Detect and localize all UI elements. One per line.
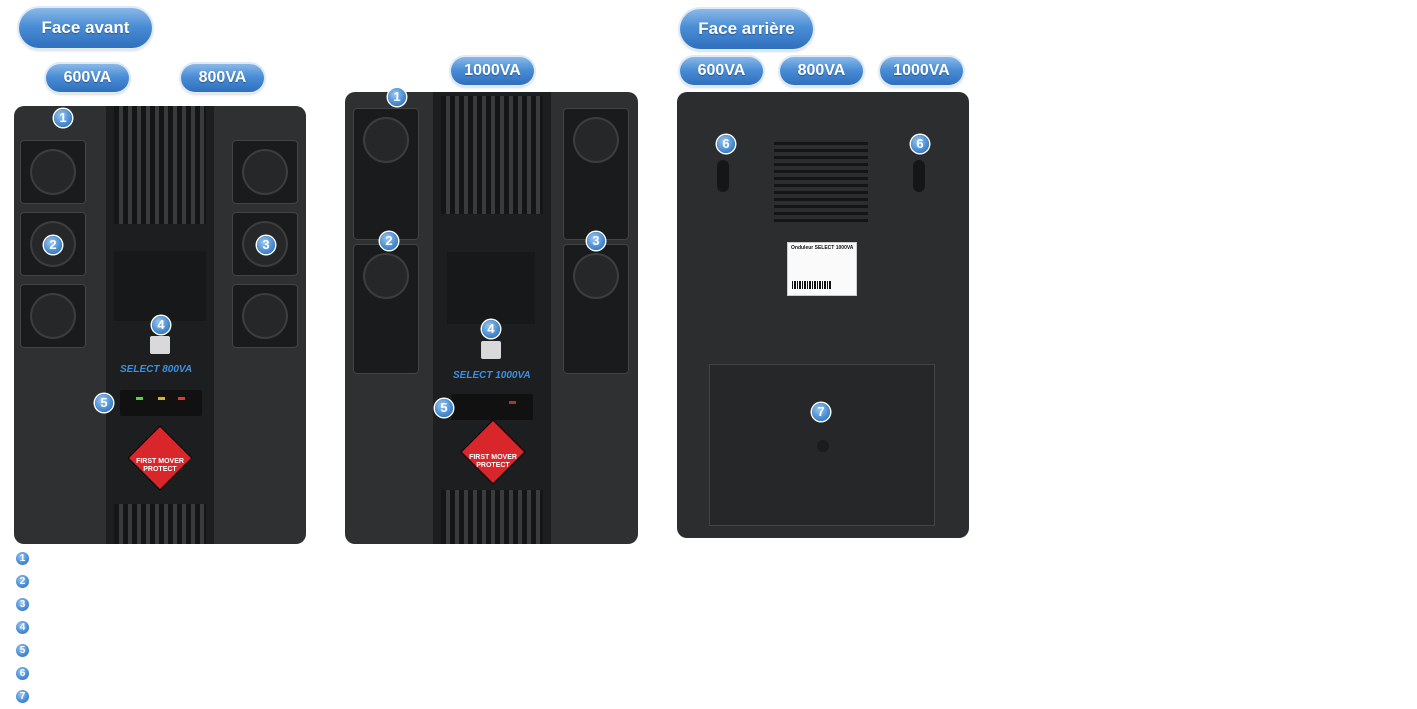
model-brand-text: SELECT 1000VA: [453, 370, 531, 381]
front-1000va-pill: 1000VA: [451, 57, 534, 85]
legend-item-3: 3: [16, 598, 29, 611]
callout-2: 2: [44, 236, 62, 254]
rating-label-title: Onduleur SELECT 1000VA: [791, 245, 854, 251]
callout-1: 1: [388, 88, 406, 106]
callout-3: 3: [257, 236, 275, 254]
callout-1: 1: [54, 109, 72, 127]
legend-item-2: 2: [16, 575, 29, 588]
back-1000va-pill: 1000VA: [880, 57, 963, 85]
callout-6: 6: [911, 135, 929, 153]
front-800va-pill: 800VA: [181, 64, 264, 92]
ups-front-1000va-image: SELECT 1000VA FIRST MOVER PROTECT: [345, 92, 638, 544]
callout-2: 2: [380, 232, 398, 250]
model-brand-text: SELECT 800VA: [120, 364, 193, 375]
callout-5: 5: [435, 399, 453, 417]
power-button-icon: [150, 336, 170, 354]
front-600va-pill: 600VA: [46, 64, 129, 92]
back-600va-pill: 600VA: [680, 57, 763, 85]
callout-4: 4: [482, 320, 500, 338]
front-header: Face avant: [19, 8, 152, 48]
legend-item-5: 5: [16, 644, 29, 657]
legend-item-1: 1: [16, 552, 29, 565]
logo-text: FIRST MOVER PROTECT: [469, 454, 517, 469]
callout-7: 7: [812, 403, 830, 421]
callout-3: 3: [587, 232, 605, 250]
callout-6: 6: [717, 135, 735, 153]
back-header: Face arrière: [680, 9, 813, 49]
callout-5: 5: [95, 394, 113, 412]
legend-item-7: 7: [16, 690, 29, 703]
ups-back-image: Onduleur SELECT 1000VA: [677, 92, 969, 538]
logo-text: FIRST MOVER PROTECT: [136, 458, 184, 473]
power-button-icon: [481, 341, 501, 359]
back-800va-pill: 800VA: [780, 57, 863, 85]
legend-item-4: 4: [16, 621, 29, 634]
callout-4: 4: [152, 316, 170, 334]
legend-item-6: 6: [16, 667, 29, 680]
